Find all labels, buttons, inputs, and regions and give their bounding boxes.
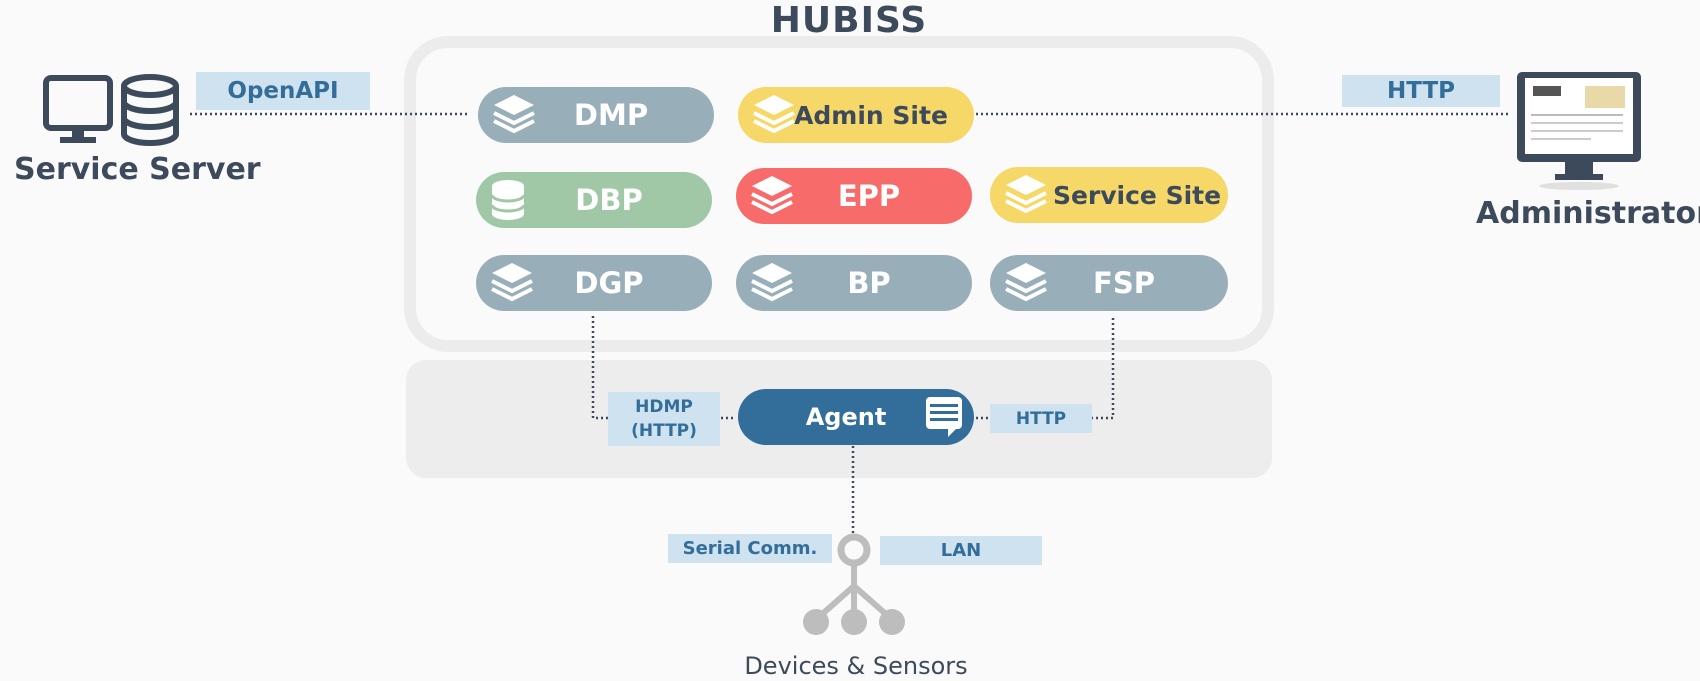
http-fsp-line: [976, 316, 1115, 420]
module-dmp: DMP: [478, 87, 714, 143]
layers-icon: [753, 95, 795, 134]
http-agent-tag: HTTP: [990, 404, 1092, 433]
module-admin-site: Admin Site: [738, 87, 974, 143]
lan-tag: LAN: [880, 536, 1042, 565]
openapi-tag: OpenAPI: [196, 72, 370, 110]
layers-icon: [751, 263, 793, 302]
service-server-caption: Service Server: [14, 152, 261, 187]
administrator-caption: Administrator: [1476, 196, 1700, 231]
devices-network-icon: [800, 532, 908, 640]
layers-icon: [1005, 175, 1047, 214]
administrator-monitor-icon: [1515, 70, 1643, 198]
agent-pill: Agent: [738, 389, 974, 445]
http-admin-tag: HTTP: [1342, 75, 1500, 107]
database-icon: [490, 180, 526, 220]
layers-icon: [493, 95, 535, 134]
page-title: HUBISS: [770, 0, 928, 41]
module-dbp: DBP: [476, 172, 712, 228]
serial-comm-tag: Serial Comm.: [668, 534, 832, 563]
service-server-icon: [42, 74, 182, 146]
module-bp: BP: [736, 255, 972, 311]
module-epp: EPP: [736, 168, 972, 224]
layers-icon: [751, 176, 793, 215]
layers-icon: [491, 263, 533, 302]
module-dgp: DGP: [476, 255, 712, 311]
devices-caption: Devices & Sensors: [744, 652, 968, 680]
module-fsp: FSP: [990, 255, 1228, 311]
module-service-site: Service Site: [990, 167, 1228, 223]
layers-icon: [1005, 263, 1047, 302]
hdmp-tag: HDMP (HTTP): [608, 392, 720, 446]
message-list-icon: [926, 397, 962, 437]
